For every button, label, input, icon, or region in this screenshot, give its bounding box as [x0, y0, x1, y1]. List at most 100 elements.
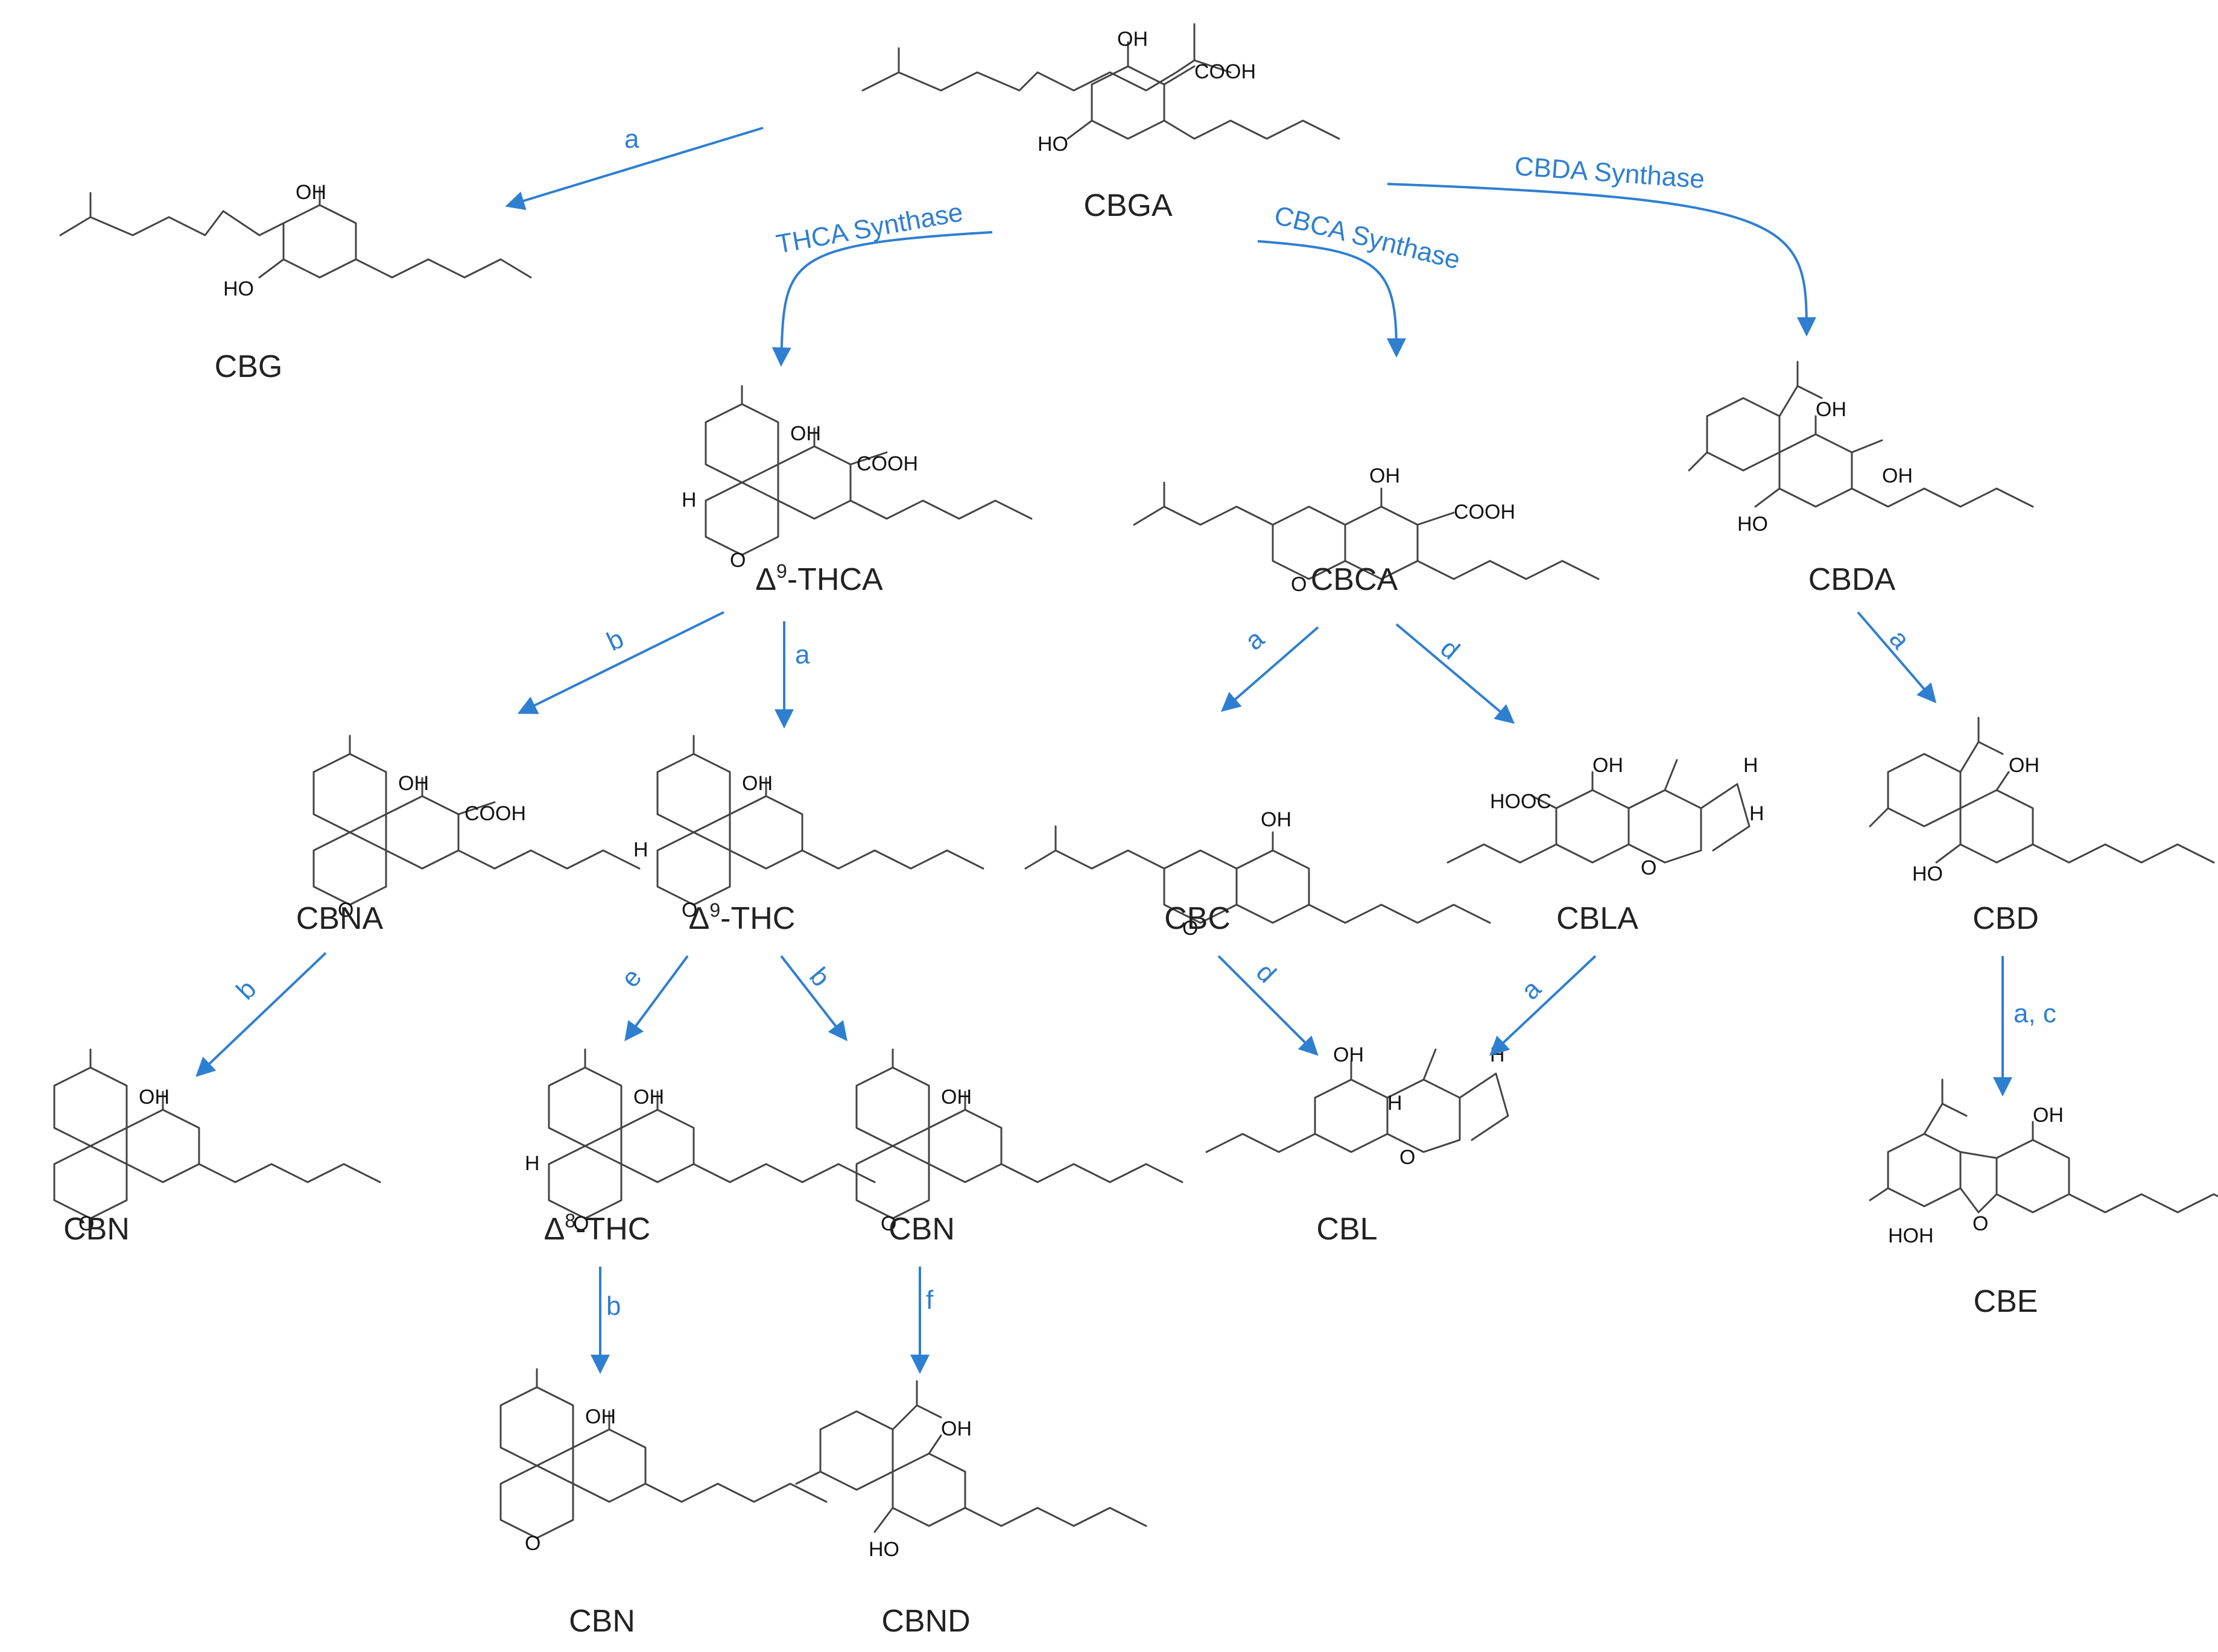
atom-ho: HO [869, 1538, 899, 1561]
label-d8thc: Δ8-THC [544, 1210, 651, 1247]
edge-label-cbca-cbc: a [1240, 624, 1270, 656]
label-cbnd: CBND [881, 1604, 970, 1639]
atom-ho: HO [223, 277, 254, 300]
label-cbga: CBGA [1083, 188, 1173, 223]
atom-oh: OH [398, 772, 429, 795]
structure-cbl: OH O H H [1205, 1043, 1509, 1169]
atom-cooh: COOH [1194, 60, 1256, 83]
label-cbda: CBDA [1808, 562, 1896, 597]
arrow-cbla-cbl [1489, 955, 1597, 1056]
atom-o: O [1291, 573, 1307, 596]
atom-h: H [525, 1152, 540, 1175]
atom-o: O [881, 1212, 896, 1235]
edge-label-thc-cbn: b [803, 962, 835, 992]
atom-o: O [1972, 1212, 1988, 1235]
atom-hooc: HOOC [1490, 790, 1551, 813]
atom-oh: OH [1882, 464, 1913, 487]
arrow-thc-cbn [780, 955, 848, 1042]
atom-oh: OH [742, 772, 773, 795]
arrow-cbga-thca [772, 231, 993, 367]
atom-oh: OH [2009, 754, 2039, 777]
label-cbna: CBNA [296, 901, 384, 936]
edge-label-cbna-cbn: b [230, 974, 262, 1005]
atom-o: O [1182, 917, 1198, 940]
atom-ho: HO [1737, 513, 1768, 536]
edge-label-thc-d8thc: e [615, 963, 647, 993]
edge-label-cbda-synthase: CBDA Synthase [1513, 151, 1705, 194]
label-cbn-3: CBN [569, 1604, 635, 1639]
atom-o: O [730, 549, 746, 572]
arrow-cbga-cbca [1257, 240, 1406, 358]
structure-thca: OH COOH O H [682, 385, 1033, 572]
structure-cbn-2: OH O [855, 1048, 1183, 1235]
atom-oh: OH [1369, 464, 1400, 487]
atom-cooh: COOH [857, 452, 918, 475]
structure-cbd: OH HO [1869, 717, 2215, 885]
structure-cbna: OH COOH O [312, 735, 641, 922]
label-cbca: CBCA [1311, 562, 1398, 597]
edge-label-cbc-cbl: d [1250, 957, 1282, 989]
atom-h: H [1749, 802, 1764, 825]
structure-cbn-1: OH O [53, 1048, 381, 1235]
atom-cooh: COOH [1454, 501, 1515, 524]
label-cbn-2: CBN [889, 1212, 955, 1247]
structure-cbnd: OH HO [795, 1380, 1147, 1561]
structure-cbca: OH COOH O [1133, 464, 1600, 596]
atom-hoh: HOH [1888, 1224, 1934, 1247]
atom-h: H [633, 838, 648, 861]
atom-o: O [1399, 1146, 1415, 1169]
edge-label-cbga-cbg: a [624, 124, 639, 154]
label-thc: Δ9-THC [689, 899, 796, 936]
label-cbc: CBC [1164, 901, 1231, 936]
atom-o: O [1641, 856, 1656, 879]
arrow-cbga-cbda [1387, 183, 1816, 337]
atom-oh: OH [1592, 754, 1623, 777]
structure-cbc: OH O [1024, 808, 1491, 940]
arrow-cbca-cbc [1220, 626, 1319, 712]
arrow-cbna-cbn [195, 952, 327, 1077]
atom-o: O [682, 899, 697, 922]
edge-label-thca-synthase: THCA Synthase [774, 197, 965, 259]
label-cbe: CBE [1974, 1284, 2038, 1319]
atom-oh: OH [2033, 1104, 2064, 1127]
atom-o: O [573, 1212, 589, 1235]
atom-oh: OH [790, 422, 821, 445]
atom-h: H [1743, 754, 1758, 777]
label-cbd: CBD [1972, 901, 2039, 936]
atom-o: O [338, 899, 353, 922]
atom-oh: OH [1117, 28, 1148, 51]
edge-label-cbn-cbnd: f [926, 1285, 934, 1315]
label-cbn-1: CBN [63, 1212, 130, 1247]
edge-label-cbd-cbe: a, c [2014, 999, 2056, 1028]
edge-label-thca-cbna: b [603, 624, 629, 657]
atom-oh: OH [139, 1086, 170, 1109]
atom-oh: OH [1816, 398, 1846, 421]
structure-cbg: OH HO [59, 181, 532, 300]
atom-h: H [1387, 1092, 1402, 1115]
atom-oh: OH [296, 181, 326, 204]
edge-label-d8thc-cbn: b [606, 1291, 621, 1321]
atom-oh: OH [1261, 808, 1291, 831]
edge-label-thca-thc: a [795, 640, 810, 669]
atom-h: H [682, 489, 697, 511]
atom-o: O [525, 1532, 540, 1555]
arrow-thc-d8thc [624, 955, 689, 1042]
atom-oh: OH [633, 1086, 664, 1109]
structure-cbe: OH HOH O [1869, 1078, 2218, 1247]
structure-cbn-3: OH O [499, 1368, 828, 1555]
edge-label-cbda-cbd: a [1883, 624, 1916, 655]
atom-o: O [78, 1212, 94, 1235]
structure-cbga: OH COOH HO [861, 23, 1340, 156]
atom-oh: OH [1333, 1043, 1364, 1066]
edge-label-cbla-cbl: a [1515, 974, 1547, 1005]
structure-cbla: HOOC OH O H H [1446, 754, 1764, 879]
atom-oh: OH [941, 1417, 972, 1440]
label-thca: Δ9-THCA [755, 560, 883, 597]
label-cbl: CBL [1316, 1212, 1377, 1247]
structure-cbda: OH OH HO [1688, 361, 2034, 536]
arrow-cbda-cbd [1857, 611, 1937, 704]
label-cbla: CBLA [1556, 901, 1638, 936]
label-cbg: CBG [215, 349, 283, 384]
structure-d8thc: OH O H [525, 1048, 876, 1235]
